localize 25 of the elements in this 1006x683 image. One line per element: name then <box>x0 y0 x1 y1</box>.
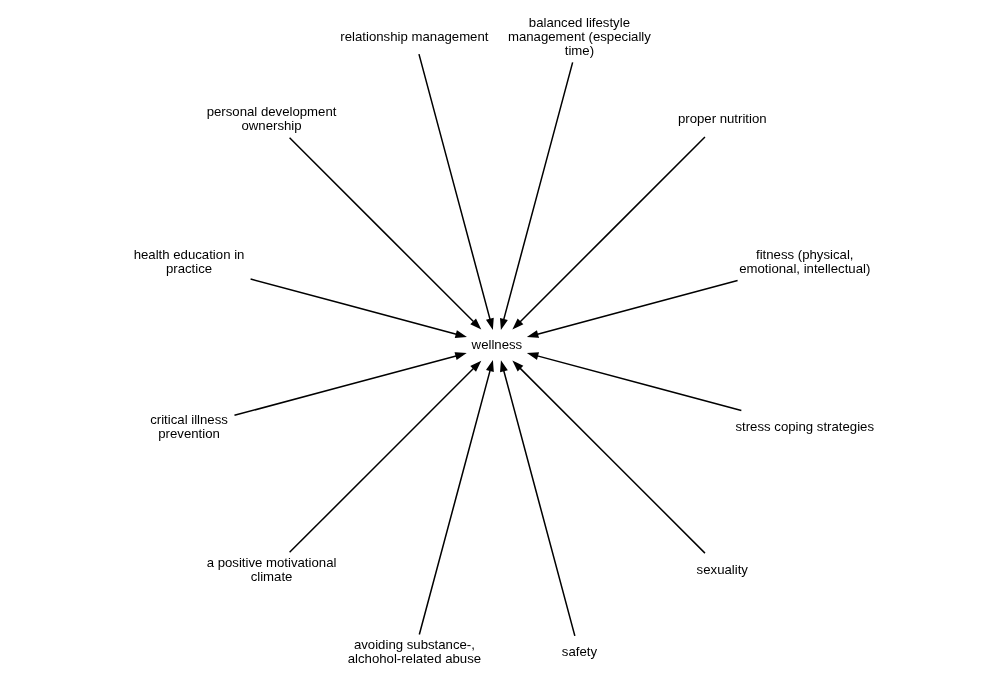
node-text: proper nutrition <box>677 111 767 127</box>
node-text: wellness <box>471 336 522 352</box>
node-text: fitness (physical, emotional, intellectual) <box>738 246 870 277</box>
arrow <box>499 360 576 637</box>
node-text: stress coping strategies <box>734 419 874 435</box>
node-text: a positive motivational climate <box>206 554 336 584</box>
arrow <box>526 352 742 412</box>
arrow <box>418 359 494 636</box>
node-text: critical illness prevention <box>149 411 228 442</box>
arrow <box>499 61 573 331</box>
node-text: balanced lifestyle management (especially time) <box>507 14 651 58</box>
node-text: health education in practice <box>133 246 244 277</box>
arrow <box>511 136 706 330</box>
node-text: sexuality <box>696 561 748 577</box>
arrow <box>233 352 467 417</box>
node-text: relationship management <box>339 28 488 44</box>
arrow <box>249 278 467 338</box>
arrow <box>288 136 481 330</box>
arrow <box>288 360 481 554</box>
arrow <box>417 53 494 330</box>
node-text: personal development ownership <box>206 104 336 134</box>
arrow <box>526 279 738 338</box>
arrow <box>511 360 706 554</box>
node-text: safety <box>561 644 597 660</box>
node-text: avoiding substance-, alchohol-related abuse <box>347 637 481 667</box>
